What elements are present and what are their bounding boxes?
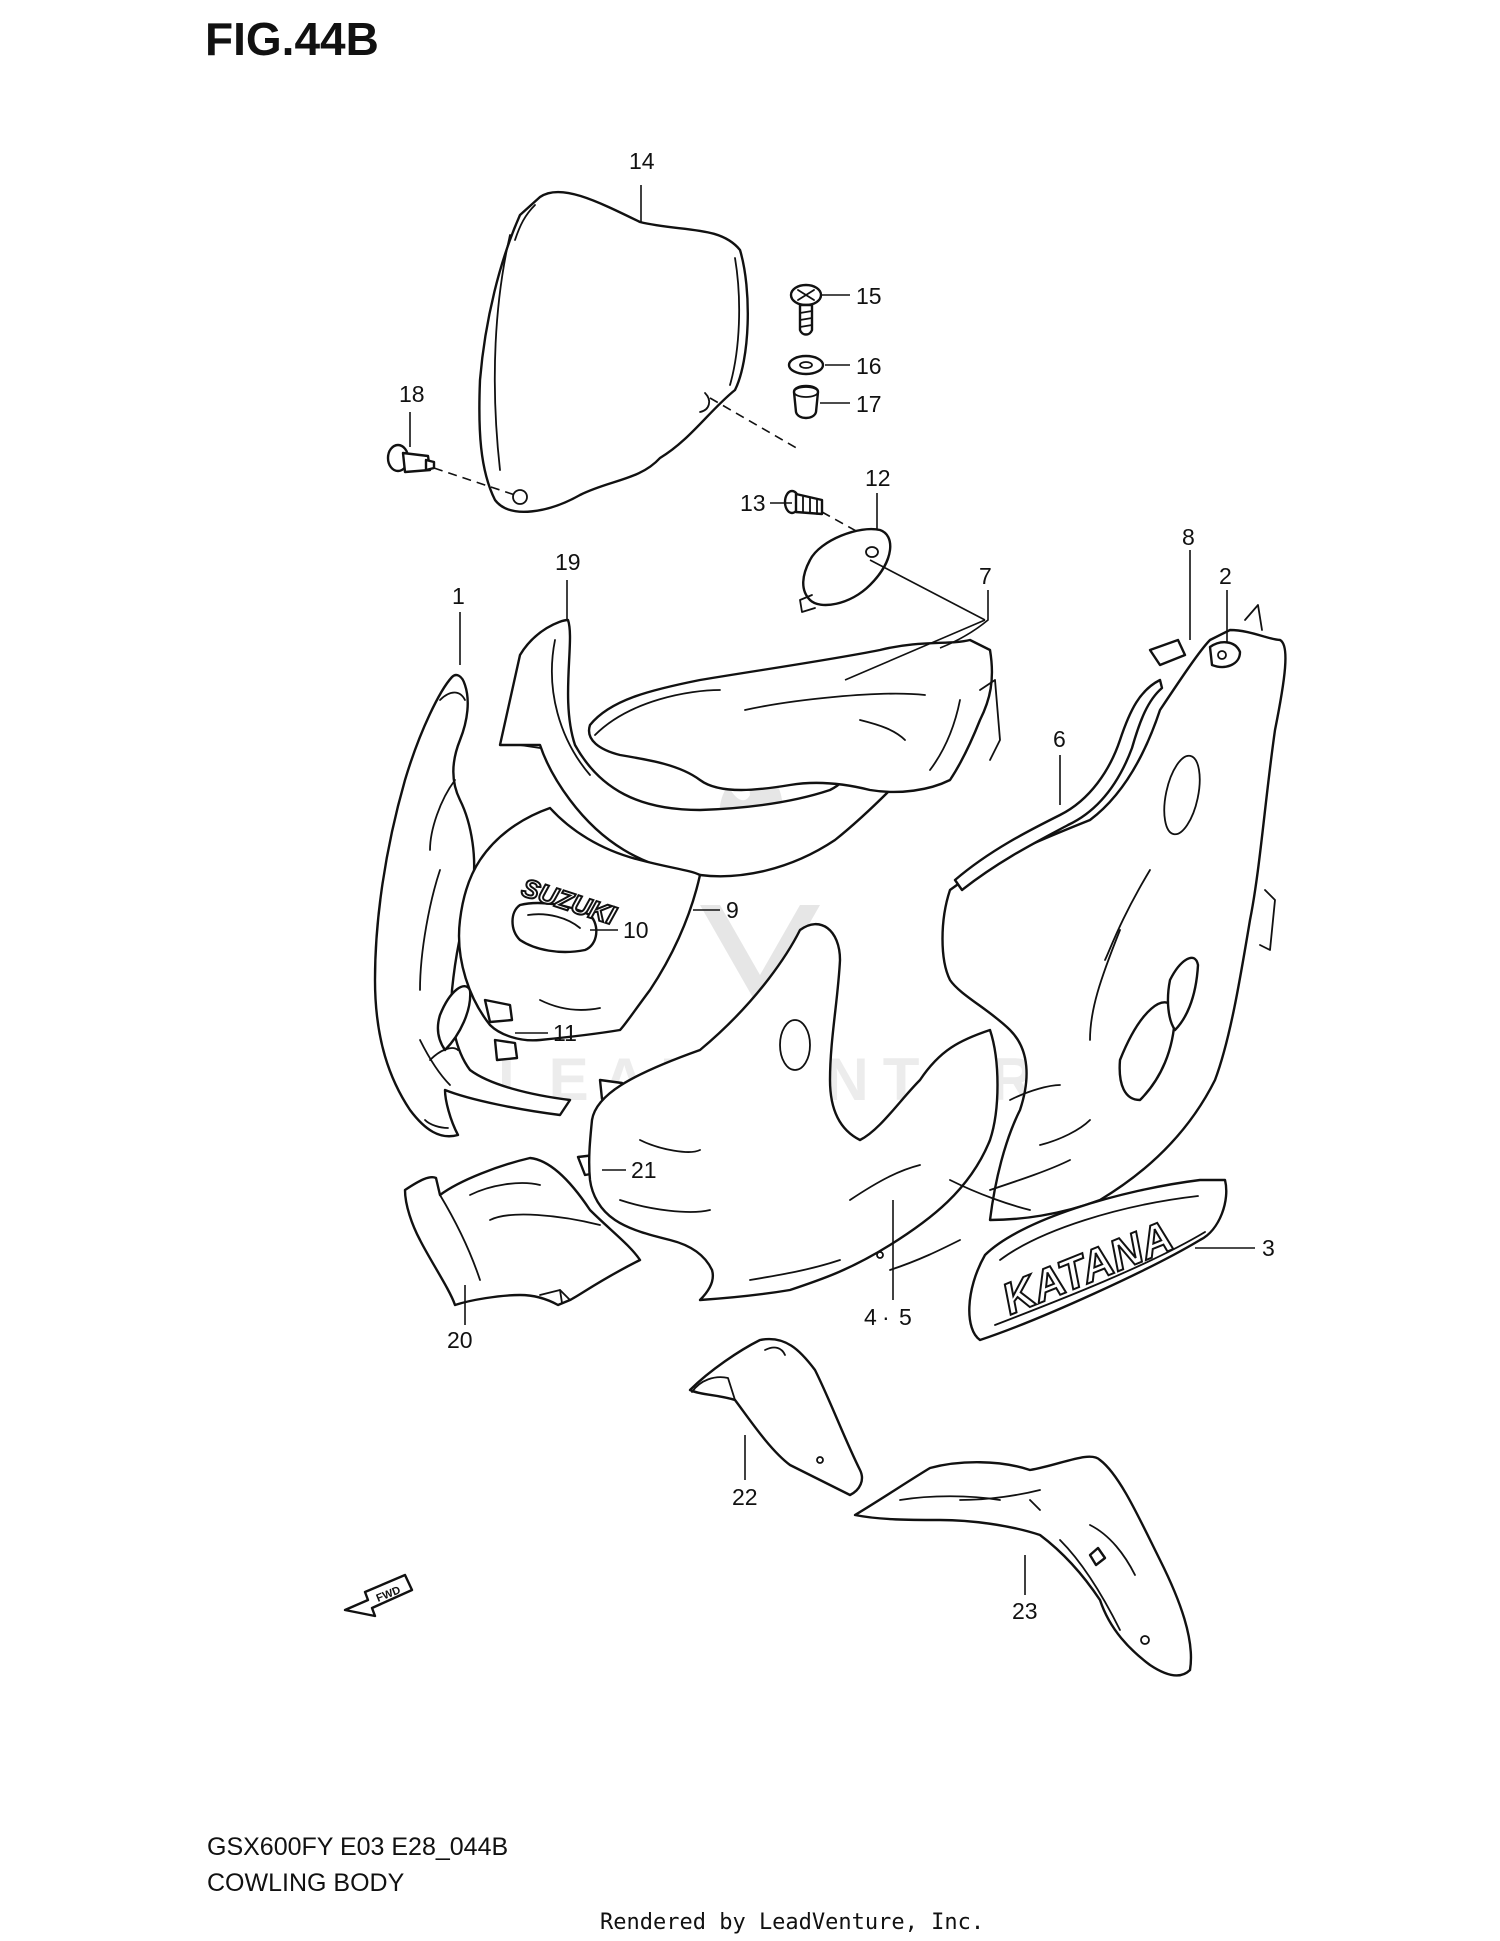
part-14-windscreen — [478, 190, 749, 513]
part-20-lower-panel — [403, 1156, 642, 1307]
callout-11: 11 — [553, 1020, 577, 1046]
part-2-bracket — [1208, 604, 1263, 669]
callout-dot: · — [882, 1304, 890, 1330]
callout-4: 4 — [864, 1304, 877, 1330]
part-4-5-lower-cowling — [587, 923, 999, 1302]
model-code: GSX600FY E03 E28_044B — [207, 1833, 509, 1861]
part-11-clip — [483, 998, 626, 1101]
rendered-by-credit: Rendered by LeadVenture, Inc. — [600, 1910, 985, 1935]
part-6-right-side-cowling — [941, 628, 1287, 1222]
callout-13: 13 — [740, 490, 766, 516]
callout-8: 8 — [1182, 524, 1195, 550]
leader-lines — [409, 185, 1255, 1595]
callout-19: 19 — [555, 549, 581, 575]
callout-23: 23 — [1012, 1598, 1038, 1624]
part-22-inner-bracket — [688, 1337, 864, 1497]
part-13-screw — [783, 489, 824, 516]
part-18-well-nut — [386, 443, 436, 474]
part-7-inner-panel — [587, 638, 1001, 794]
callout-labels: 14 15 16 17 18 12 13 7 8 2 19 1 6 9 10 1… — [399, 148, 1275, 1624]
part-17-grommet — [792, 384, 820, 420]
callout-20: 20 — [447, 1327, 473, 1353]
part-12-cover — [799, 527, 892, 613]
callout-15: 15 — [856, 283, 882, 309]
callout-3: 3 — [1262, 1235, 1275, 1261]
part-8-clip — [1148, 638, 1187, 667]
callout-2: 2 — [1219, 563, 1232, 589]
part-23-lower-panel — [853, 1455, 1193, 1677]
callout-7: 7 — [979, 563, 992, 589]
callout-14: 14 — [629, 148, 655, 174]
callout-9: 9 — [726, 897, 739, 923]
section-name: COWLING BODY — [207, 1869, 405, 1897]
callout-22: 22 — [732, 1484, 758, 1510]
callout-21: 21 — [631, 1157, 657, 1183]
part-1-left-side-cowling — [373, 673, 572, 1138]
callout-6: 6 — [1053, 726, 1066, 752]
part-15-screw — [789, 283, 823, 336]
callout-18: 18 — [399, 381, 425, 407]
fwd-arrow-icon: FWD — [343, 1573, 414, 1618]
callout-5: 5 — [899, 1304, 912, 1330]
figure-title: FIG.44B — [205, 13, 379, 65]
callout-16: 16 — [856, 353, 882, 379]
callout-1: 1 — [452, 583, 465, 609]
callout-17: 17 — [856, 391, 882, 417]
part-9-center-cowling: SUZUKI — [457, 806, 702, 1042]
part-6-strip — [953, 678, 1164, 892]
callout-10: 10 — [623, 917, 649, 943]
callout-12: 12 — [865, 465, 891, 491]
watermark-v-icon — [700, 905, 820, 1010]
part-16-washer — [787, 354, 825, 376]
